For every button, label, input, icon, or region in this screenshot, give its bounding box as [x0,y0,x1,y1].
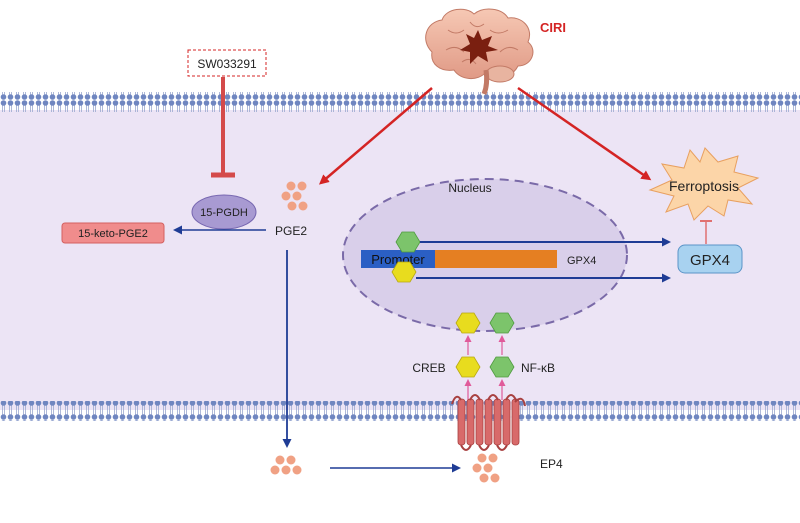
cell-membrane-top [0,92,800,112]
pge2-molecule-icon [270,455,302,475]
gpx4-protein-label: GPX4 [690,252,730,269]
creb-hexagon-icon [455,312,481,334]
ciri-label: CIRI [540,20,566,35]
pgdh-enzyme [191,194,257,230]
creb-label: CREB [412,361,445,375]
ciri-to-ferroptosis-arrow [517,86,652,181]
pge2-label: PGE2 [275,224,307,238]
promoter-label: Promoter [371,252,425,267]
ferroptosis-burst-icon [648,147,760,221]
pge2-molecule-icon [472,453,500,483]
creb-hexagon-icon [455,356,481,378]
keto-pge2-label: 15-keto-PGE2 [78,228,148,240]
promoter-bar [361,250,435,268]
sw033291-label: SW033291 [197,57,257,71]
nucleus-label: Nucleus [448,181,491,195]
creb-hexagon-icon [391,261,417,283]
cell-membrane-bottom [0,401,800,421]
ep4-receptor-icon [451,394,526,451]
pgdh-label: 15-PGDH [200,207,248,219]
ep4-label: EP4 [540,457,563,471]
nfkb-hexagon-icon [489,356,515,378]
ciri-to-pge2-arrow [318,87,433,185]
gpx4-gene-label: GPX4 [567,255,596,267]
gpx4-gene-bar [435,250,557,268]
keto-pge2-box [61,222,165,244]
nfkb-hexagon-icon [489,312,515,334]
brain-icon [425,8,534,95]
pge2-molecule-icon [281,181,308,211]
sw033291-box [187,49,267,77]
ferroptosis-label: Ferroptosis [669,178,739,194]
gpx4-protein-box [677,244,743,274]
nfkb-label: NF-κB [521,361,555,375]
